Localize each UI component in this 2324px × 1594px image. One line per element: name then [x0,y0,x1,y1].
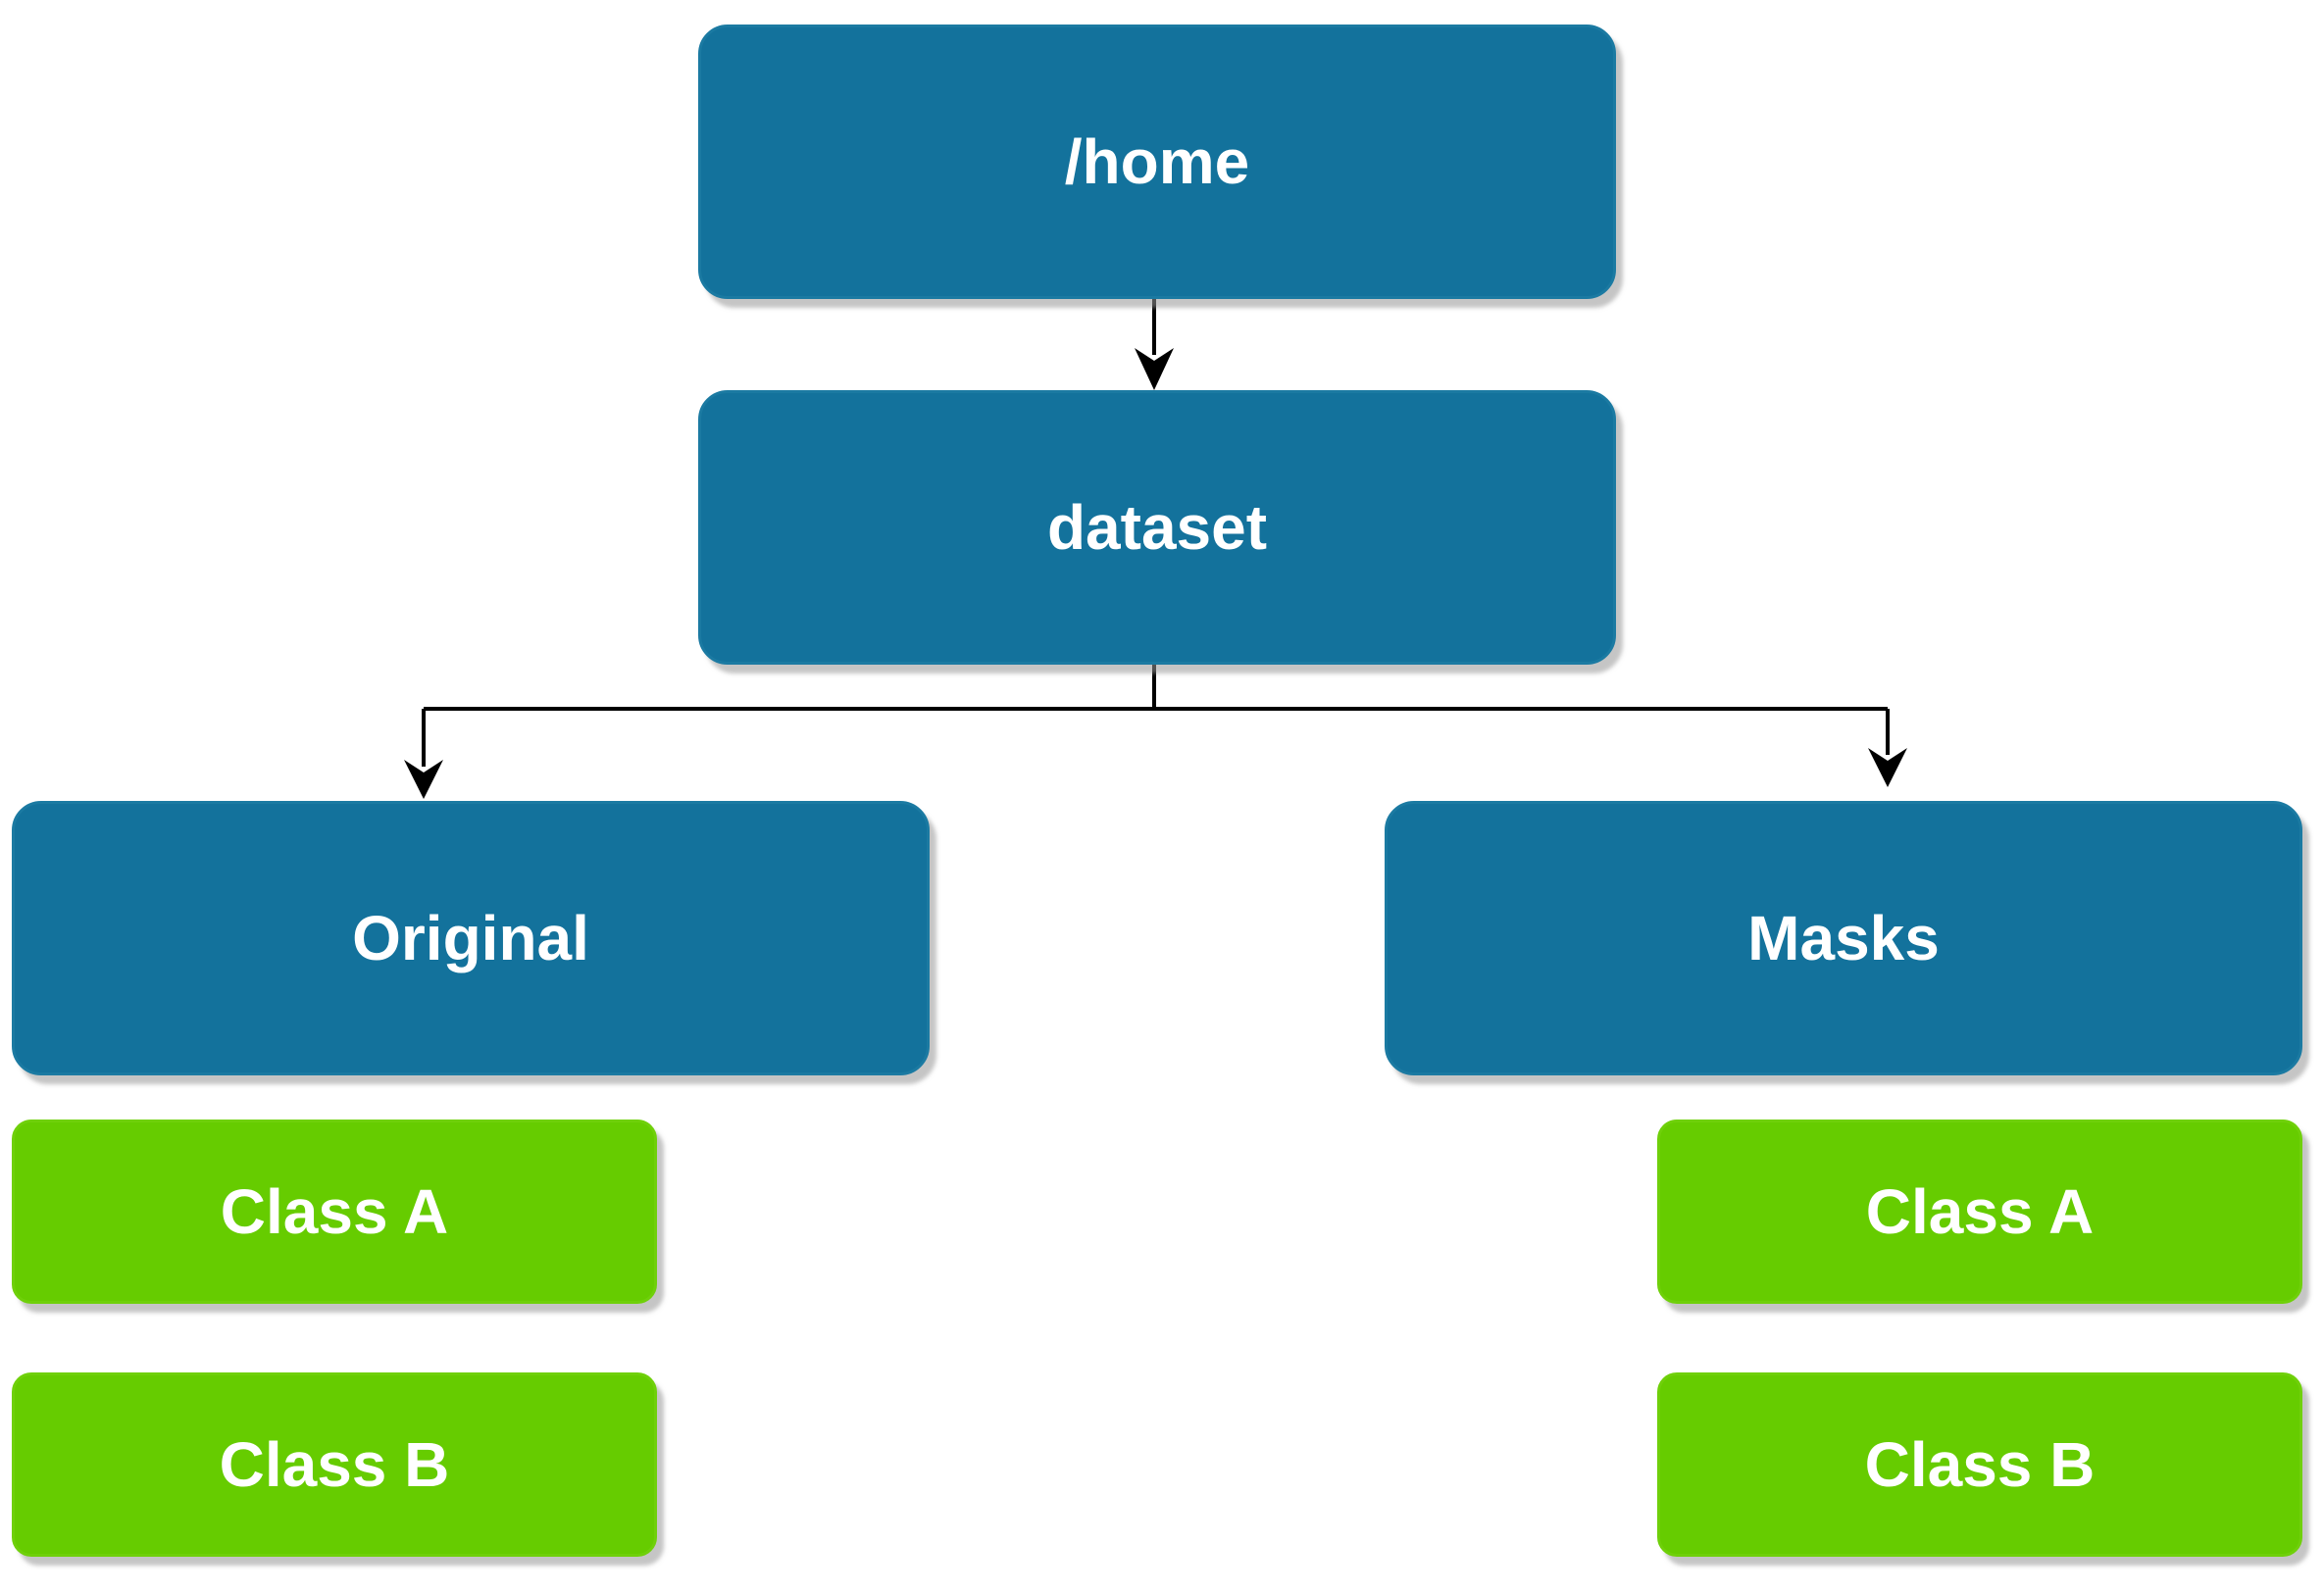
node-masks-class-a: Class A [1657,1120,2302,1304]
node-home: /home [698,25,1616,299]
node-masks-class-b: Class B [1657,1372,2302,1557]
node-dataset: dataset [698,390,1616,665]
arrowhead-icon [1868,748,1907,787]
node-masks: Masks [1385,801,2302,1075]
node-masks-class-b-label: Class B [1864,1429,2096,1500]
edge-dataset-to-masks [1154,707,1907,787]
node-dataset-label: dataset [1046,492,1268,563]
node-original-class-a-label: Class A [220,1176,449,1247]
node-original-class-a: Class A [12,1120,657,1304]
node-masks-label: Masks [1747,903,1940,973]
node-original-label: Original [352,903,589,973]
arrowhead-icon [404,760,443,799]
node-original-class-b-label: Class B [219,1429,450,1500]
edge-dataset-to-original [404,662,1156,799]
node-original-class-b: Class B [12,1372,657,1557]
arrowhead-icon [1135,348,1174,390]
edge-home-to-dataset [1135,296,1174,390]
node-masks-class-a-label: Class A [1865,1176,2095,1247]
node-original: Original [12,801,930,1075]
node-home-label: /home [1064,126,1250,197]
